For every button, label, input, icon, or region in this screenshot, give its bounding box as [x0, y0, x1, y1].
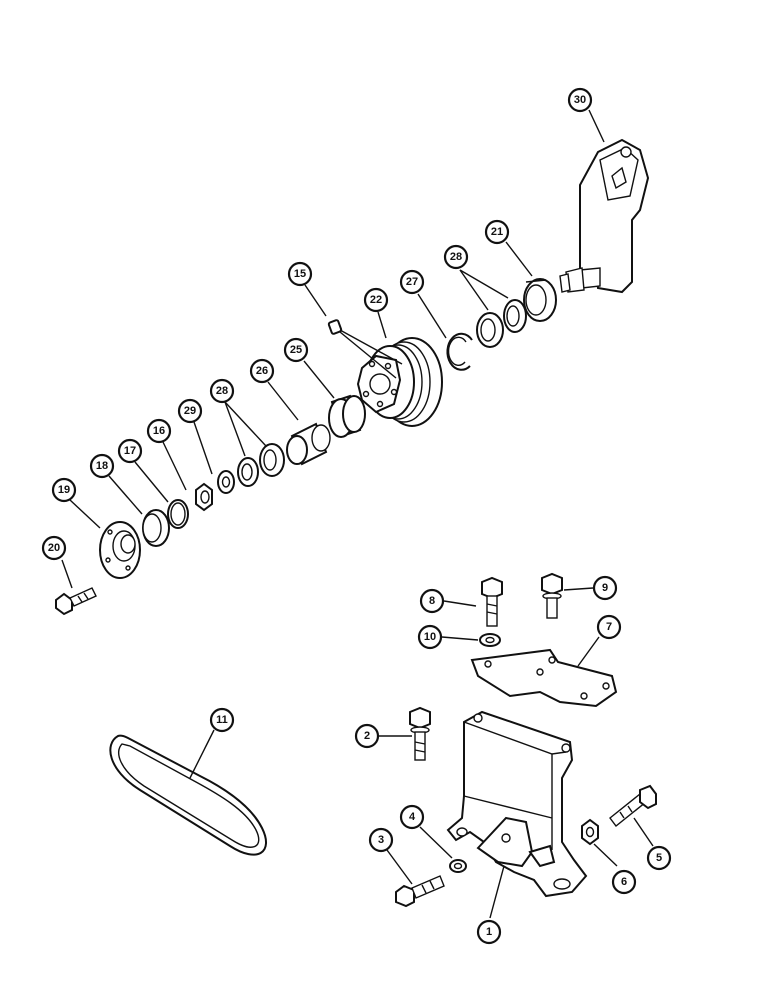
callout-16: 16 — [146, 418, 172, 444]
leader-lines — [61, 109, 654, 919]
callout-1: 1 — [476, 919, 502, 945]
callout-28a: 28 — [443, 244, 469, 270]
callout-label-18: 18 — [96, 460, 108, 472]
part-28-lower-bearings — [237, 443, 285, 487]
callout-label-1: 1 — [486, 926, 492, 938]
callout-27: 27 — [399, 269, 425, 295]
part-8-bolt — [481, 576, 503, 627]
callout-label-17: 17 — [124, 445, 136, 457]
part-9-bolt — [541, 572, 563, 619]
callout-label-11: 11 — [216, 714, 228, 726]
part-11-drive-belt — [109, 734, 268, 856]
callout-label-2: 2 — [364, 730, 370, 742]
callout-label-6: 6 — [621, 876, 627, 888]
callout-label-10: 10 — [424, 631, 436, 643]
callout-26: 26 — [249, 358, 275, 384]
callout-15: 15 — [287, 261, 313, 287]
callout-label-29: 29 — [184, 405, 196, 417]
part-4-washer — [449, 859, 467, 873]
part-25-spacer-sleeve — [328, 394, 366, 438]
callout-11: 11 — [209, 707, 235, 733]
callout-label-9: 9 — [602, 582, 608, 594]
callout-label-27: 27 — [406, 276, 418, 288]
callout-21: 21 — [484, 219, 510, 245]
callout-18: 18 — [89, 453, 115, 479]
callout-17: 17 — [117, 438, 143, 464]
callout-2: 2 — [354, 723, 380, 749]
callout-4: 4 — [399, 804, 425, 830]
callout-label-30: 30 — [574, 94, 586, 106]
part-22-pulley-hub — [356, 337, 443, 427]
part-27-snap-ring — [446, 332, 473, 371]
callout-label-15: 15 — [294, 268, 306, 280]
part-10-washer — [479, 633, 501, 647]
part-3-bolt — [395, 875, 445, 908]
callout-label-7: 7 — [606, 621, 612, 633]
callout-label-8: 8 — [429, 595, 435, 607]
callout-28b: 28 — [209, 378, 235, 404]
callout-label-4: 4 — [409, 811, 416, 823]
callout-label-21: 21 — [491, 226, 503, 238]
callout-30: 30 — [567, 87, 593, 113]
callout-label-5: 5 — [656, 852, 662, 864]
part-26-inner-sleeve — [286, 422, 331, 466]
part-7-mounting-plate — [470, 648, 618, 708]
callout-6: 6 — [611, 869, 637, 895]
callout-20: 20 — [41, 535, 67, 561]
part-5-bolt — [609, 784, 657, 827]
callout-5: 5 — [646, 845, 672, 871]
callout-label-28b: 28 — [216, 385, 228, 397]
part-15-grease-fitting — [327, 319, 343, 335]
part-6-nut — [581, 818, 599, 846]
part-21-bearing-cup — [523, 278, 557, 322]
part-2-bolt — [409, 706, 431, 761]
part-16-nut — [195, 482, 213, 512]
callout-8: 8 — [419, 588, 445, 614]
callout-label-16: 16 — [153, 425, 165, 437]
callout-label-20: 20 — [48, 542, 60, 554]
callout-7: 7 — [596, 614, 622, 640]
callout-label-3: 3 — [378, 834, 384, 846]
part-17-o-ring — [167, 499, 189, 529]
callout-label-25: 25 — [290, 344, 302, 356]
callout-label-22: 22 — [370, 294, 382, 306]
callout-25: 25 — [283, 337, 309, 363]
callout-19: 19 — [51, 477, 77, 503]
part-18-dust-cap — [142, 509, 170, 547]
part-30-spindle-bracket — [559, 138, 650, 294]
callout-label-28a: 28 — [450, 251, 462, 263]
callout-3: 3 — [368, 827, 394, 853]
callout-label-19: 19 — [58, 484, 70, 496]
callout-9: 9 — [592, 575, 618, 601]
callout-29: 29 — [177, 398, 203, 424]
callout-label-26: 26 — [256, 365, 268, 377]
callout-10: 10 — [417, 624, 443, 650]
part-29-washer — [217, 470, 235, 494]
part-1-housing-bracket — [446, 710, 588, 898]
part-20-bolt — [55, 587, 97, 616]
callout-22: 22 — [363, 287, 389, 313]
part-28-upper-bearings — [476, 299, 527, 348]
part-19-hub-flange — [99, 521, 141, 579]
